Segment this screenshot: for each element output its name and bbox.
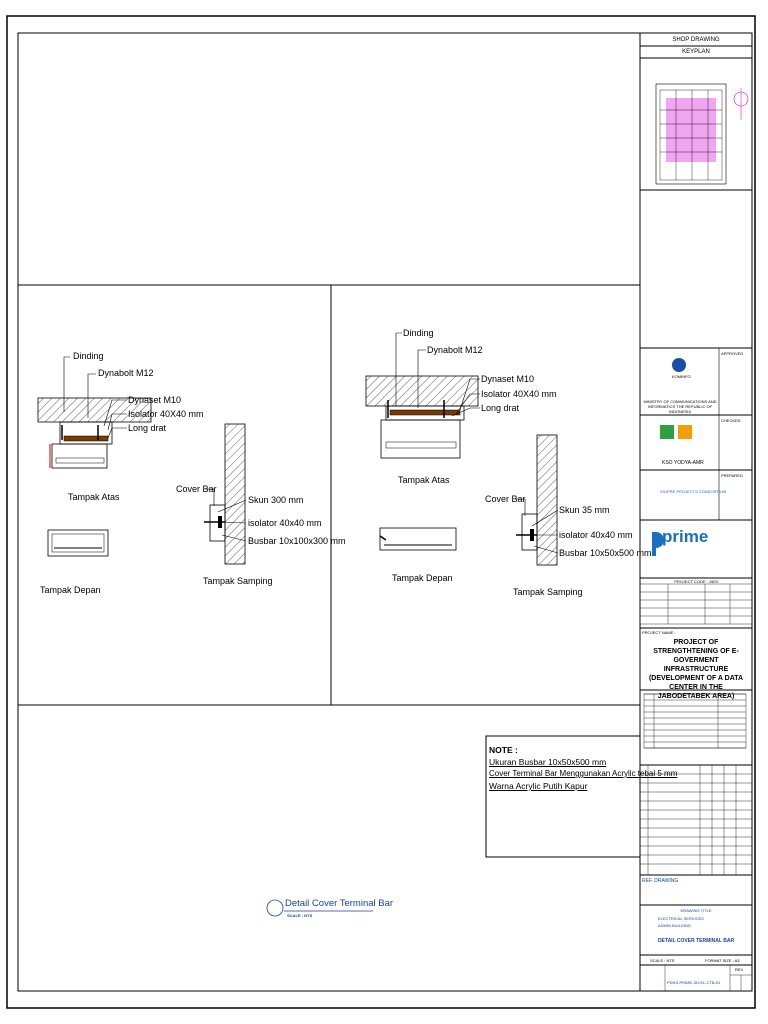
- prime-logo-mark: [652, 532, 664, 556]
- left-dynabolt-label: Dynabolt M12: [98, 368, 154, 378]
- right-wall-plan: [365, 375, 479, 407]
- project-name: PROJECT OF STRENGTHTENING OF E-GOVERMENT…: [648, 639, 744, 700]
- left-busbar-label: Busbar 10x100x300 mm: [248, 536, 346, 546]
- drawing-title: DETAIL COVER TERMINAL BAR: [657, 938, 735, 944]
- left-long-drat-label: Long drat: [128, 423, 167, 433]
- approved-label: APPROVED: [721, 351, 744, 356]
- scale-tb: SCALE : NTS: [650, 958, 675, 963]
- right-tampak-depan-label: Tampak Depan: [392, 573, 453, 583]
- left-cover-bar-label: Cover Bar: [176, 484, 217, 494]
- keyplan-drawing: [655, 83, 749, 185]
- left-tampak-depan-label: Tampak Depan: [40, 585, 101, 595]
- right-tampak-samping-label: Tampak Samping: [513, 587, 583, 597]
- prime-logo-text: prime: [662, 527, 709, 546]
- project-name-label: PROJECT NAME :: [642, 630, 676, 635]
- note-heading: NOTE :: [489, 745, 518, 755]
- right-wall-side: [536, 434, 558, 566]
- left-tampak-atas-label: Tampak Atas: [68, 492, 120, 502]
- drawing-number: PDNS-PRIME-SD-EL-CTB-01: [667, 980, 721, 985]
- right-long-drat-label: Long drat: [481, 403, 520, 413]
- discipline: ELECTRICAL SERVICES: [658, 916, 704, 921]
- detail-scale: SCALE : NTS: [287, 913, 313, 918]
- ministry-name: MINISTRY OF COMMUNICATIONS AND INFORMATI…: [643, 399, 717, 414]
- format-size: FORMAT SIZE : A3: [705, 958, 740, 963]
- right-dinding-label: Dinding: [403, 328, 434, 338]
- note-line-1: Ukuran Busbar 10x50x500 mm: [489, 757, 607, 767]
- keyplan-label: KEYPLAN: [682, 49, 710, 55]
- drawing-title-label: DRAWING TITLE: [680, 908, 712, 913]
- note-line-2: Cover Terminal Bar Menggunakan Acrylic t…: [489, 769, 678, 778]
- komdigi-name: KOMINFO: [672, 374, 691, 379]
- right-isolator-label: Isolator 40X40 mm: [481, 389, 557, 399]
- left-wall-side: [224, 423, 246, 565]
- left-tampak-samping-label: Tampak Samping: [203, 576, 273, 586]
- prepared-label: PREPARED: [721, 473, 743, 478]
- right-dynabolt-label: Dynabolt M12: [427, 345, 483, 355]
- consortium-logo-text: SILIPRE PROJECTS CONSORTIUM: [660, 489, 727, 494]
- checked-label: CHECKED: [721, 418, 741, 423]
- right-cover-bar-label: Cover Bar: [485, 494, 526, 504]
- kso-logo-k: [678, 425, 692, 439]
- right-tampak-atas-label: Tampak Atas: [398, 475, 450, 485]
- left-isolator-side-label: isolator 40x40 mm: [248, 518, 322, 528]
- rev-label: REV: [735, 967, 744, 972]
- detail-title: Detail Cover Terminal Bar: [285, 898, 394, 909]
- komdigi-logo: [672, 358, 686, 372]
- ref-drawing-label: REF. DRAWING: [642, 878, 679, 884]
- right-skun-label: Skun 35 mm: [559, 505, 610, 515]
- shop-drawing-label: SHOP DRAWING: [672, 37, 720, 43]
- right-isolator-side-label: isolator 40x40 mm: [559, 530, 633, 540]
- kso-name: KSO YODYA-AMR: [662, 460, 704, 466]
- left-skun-label: Skun 300 mm: [248, 495, 304, 505]
- kso-logo-y: [660, 425, 674, 439]
- right-busbar-label: Busbar 10x50x500 mm: [559, 548, 652, 558]
- right-dynaset-label: Dynaset M10: [481, 374, 535, 384]
- left-isolator-label: Isolator 40X40 mm: [128, 409, 204, 419]
- building: ADMIN BUILDING: [658, 923, 691, 928]
- project-code: PROJECT CODE : 1503: [674, 579, 718, 584]
- left-dynaset-label: Dynaset M10: [128, 395, 182, 405]
- left-wall-plan: [37, 397, 152, 423]
- left-dinding-label: Dinding: [73, 351, 104, 361]
- note-line-3: Warna Acrylic Putih Kapur: [489, 781, 588, 791]
